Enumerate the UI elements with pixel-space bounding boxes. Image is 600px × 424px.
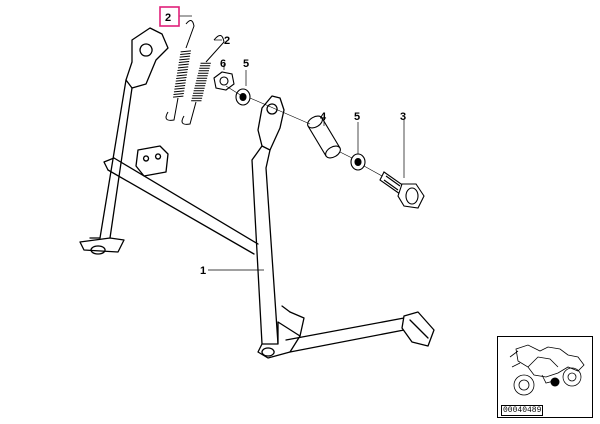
spring-coil <box>179 55 191 58</box>
callout-sleeve[interactable]: 4 <box>320 111 327 123</box>
callout-spring-highlighted[interactable]: 2 <box>165 12 171 24</box>
spring-coil <box>178 63 189 66</box>
spring-coil <box>180 50 191 53</box>
spring-coil <box>173 92 184 96</box>
location-marker <box>550 377 560 387</box>
spring-coil <box>176 76 187 80</box>
callout-nut[interactable]: 6 <box>220 58 226 70</box>
callout-highlight-box <box>159 6 180 27</box>
bolt[interactable] <box>379 171 425 209</box>
spring-coil <box>176 74 187 77</box>
spring-right[interactable] <box>181 35 225 125</box>
callout-washer-right[interactable]: 5 <box>354 111 360 123</box>
spring-coil <box>175 82 186 85</box>
washer-right[interactable] <box>350 153 366 171</box>
spring-coil <box>177 68 188 72</box>
callout-washer-top[interactable]: 5 <box>243 58 249 70</box>
spring-coil <box>177 66 189 69</box>
callout-stand[interactable]: 1 <box>200 265 206 277</box>
spring-left[interactable] <box>165 20 195 121</box>
motorcycle-icon <box>509 344 585 396</box>
spring-coil <box>179 58 190 61</box>
spring-coil <box>173 90 185 93</box>
callout-leaders <box>179 15 405 271</box>
axis-lines <box>225 85 383 177</box>
center-stand[interactable] <box>79 27 435 359</box>
spring-coil <box>174 87 185 90</box>
spring-coil <box>178 60 190 64</box>
spring-coil <box>180 52 191 56</box>
spring-coil <box>173 95 184 98</box>
callout-spring[interactable]: 2 <box>224 35 230 47</box>
spring-coil <box>177 71 188 74</box>
callout-bolt[interactable]: 3 <box>400 111 406 123</box>
diagram-part-id: 00040489 <box>501 405 544 416</box>
spring-coil <box>175 79 187 82</box>
washer-top[interactable] <box>235 88 251 106</box>
motorcycle-thumbnail[interactable] <box>497 336 593 418</box>
nut[interactable] <box>213 71 235 91</box>
sleeve[interactable] <box>306 114 343 161</box>
spring-coil <box>174 84 186 88</box>
